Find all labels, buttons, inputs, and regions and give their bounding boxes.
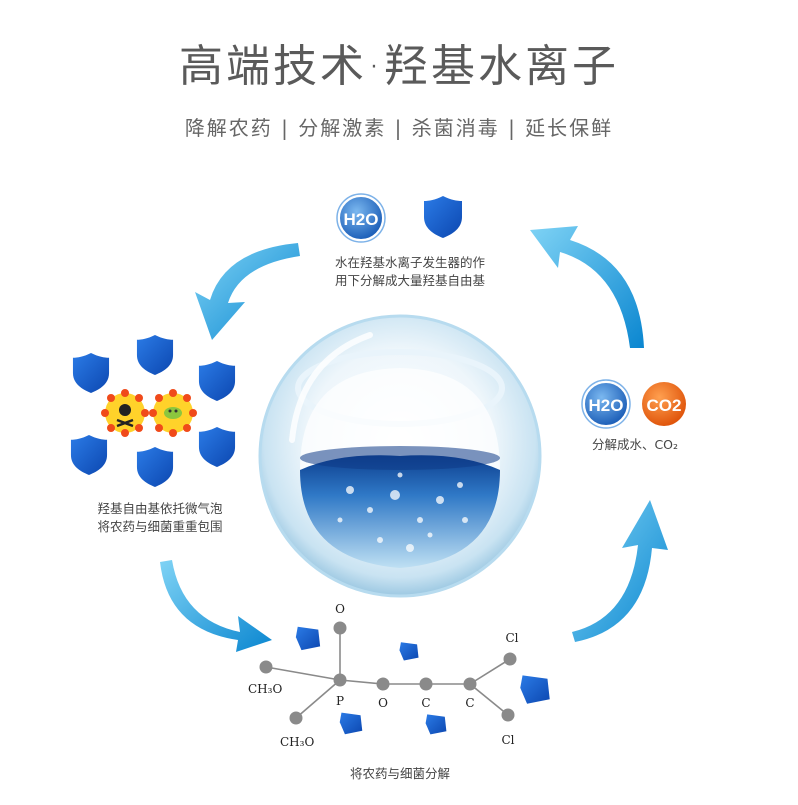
arrow-top-left <box>195 243 300 340</box>
water-sphere <box>258 314 542 598</box>
pesticide-icon <box>101 389 149 437</box>
atom-label: Cl <box>501 733 514 747</box>
h2o-badge-right: H2O <box>581 379 631 429</box>
shield-fragment-icon <box>399 642 419 661</box>
atom-label: C <box>465 696 474 710</box>
shield-fragment-icon <box>295 626 321 651</box>
atom-label: C <box>421 696 430 710</box>
shield-icon <box>198 427 236 467</box>
caption-top: 水在羟基水离子发生器的作 用下分解成大量羟基自由基 <box>334 255 485 288</box>
arrow-bottom-right <box>572 500 668 642</box>
atom-label: P <box>336 694 344 708</box>
h2o-label: H2O <box>344 210 379 229</box>
step-right: H2O CO2 <box>581 379 686 429</box>
atom-label: CH₃O <box>280 735 314 749</box>
co2-badge: CO2 <box>642 382 686 426</box>
shield-fragment-icon <box>339 712 363 735</box>
shield-icon <box>70 435 108 475</box>
caption-left: 羟基自由基依托微气泡 将农药与细菌重重包围 <box>97 501 223 534</box>
h2o-label: H2O <box>589 396 624 415</box>
shield-icon <box>136 335 174 375</box>
atom-label: O <box>378 696 388 710</box>
co2-label: CO2 <box>647 396 682 415</box>
page-subtitle: 降解农药 | 分解激素 | 杀菌消毒 | 延长保鲜 <box>184 116 614 140</box>
page-title: 高端技术·羟基水离子 <box>179 41 619 92</box>
shield-icon <box>72 353 110 393</box>
h2o-badge-top: H2O <box>336 193 386 243</box>
cycle-arrows <box>160 226 668 652</box>
atom-label: CH₃O <box>248 682 282 696</box>
arrow-top-right <box>530 226 644 348</box>
shield-fragment-icon <box>425 714 447 735</box>
atom-label: Cl <box>505 631 518 645</box>
step-top: H2O <box>336 193 462 243</box>
shield-icon <box>198 361 236 401</box>
atom-label: O <box>335 602 345 616</box>
step-left <box>70 335 236 487</box>
shield-fragment-icon <box>520 675 550 704</box>
shield-icon <box>424 196 462 238</box>
arrow-bottom-left <box>160 560 272 652</box>
caption-right: 分解成水、CO₂ <box>591 437 679 452</box>
caption-bottom: 将农药与细菌分解 <box>349 766 450 781</box>
bacteria-icon <box>149 389 197 437</box>
pesticide-molecule: O CH₃O CH₃O P O C C Cl Cl <box>248 602 550 749</box>
shield-icon <box>136 447 174 487</box>
